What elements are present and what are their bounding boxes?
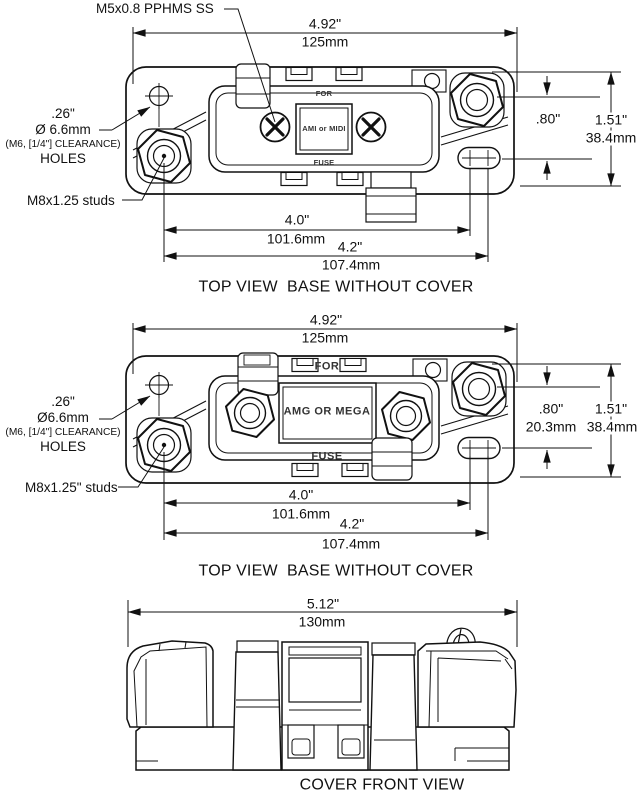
cover-right-channel [369, 642, 418, 771]
hole-word: HOLES [40, 439, 86, 454]
fuse-type-label: FOR AMG OR MEGA FUSE [284, 330, 371, 495]
dim-overall-width-mm: 130mm [298, 613, 346, 630]
clearance-holes-label: .26" Ø6.6mm (M6, [1/4"] CLEARANCE) HOLES [0, 394, 128, 455]
hole-clearance-note: (M6, [1/4"] CLEARANCE) [5, 139, 121, 150]
fuse-label-line2: AMG OR MEGA [283, 405, 371, 418]
view-caption: TOP VIEW BASE WITHOUT COVER [198, 278, 474, 296]
studs-label: M8x1.25" studs [25, 480, 118, 495]
fuse-label-line3: FUSE [311, 450, 343, 463]
fuse-clip-bottom [371, 437, 413, 481]
dim-stud-span-in: 4.0" [288, 486, 314, 503]
dim-slot-span-in: 4.2" [339, 515, 365, 532]
hole-word: HOLES [40, 151, 86, 166]
hole-leader [111, 106, 151, 131]
dim-overall-width-in: 4.92" [308, 15, 342, 32]
dim-overall-width-mm: 125mm [301, 329, 349, 346]
slot-hole [457, 436, 501, 460]
terminal-tab [365, 171, 417, 223]
cover-center-module [281, 641, 369, 771]
cover-left-block [126, 640, 214, 728]
hole-size-in: .26" [51, 394, 75, 409]
dim-slot-span-mm: 107.4mm [321, 535, 381, 552]
dim-overall-width-in: 4.92" [309, 311, 343, 328]
view-caption: COVER FRONT VIEW [299, 776, 465, 794]
hole-size-in: .26" [51, 106, 75, 121]
dim-stud-to-slot-in: .80" [535, 401, 567, 417]
view-top-amg-mega [125, 352, 515, 484]
small-hole [424, 361, 442, 379]
dim-overall-height-mm: 38.4mm [582, 130, 640, 146]
fuse-label-plate [278, 382, 377, 444]
view3-dimension-lines [127, 600, 518, 647]
dim-overall-height-in: 1.51" [591, 401, 631, 417]
studs-label: M8x1.25 studs [27, 193, 115, 208]
cover-right-block [417, 641, 517, 728]
dim-overall-width-in: 5.12" [306, 595, 340, 612]
dim-overall-width-mm: 125mm [301, 33, 349, 50]
fuse-label-plate [295, 103, 353, 155]
dim-slot-span-mm: 107.4mm [321, 256, 381, 273]
hole-size-mm: Ø 6.6mm [35, 122, 91, 137]
cover-left-channel [232, 640, 282, 771]
hole-clearance-note: (M6, [1/4"] CLEARANCE) [5, 427, 121, 438]
dim-overall-height-mm: 38.4mm [583, 419, 640, 435]
fuse-clip-top [237, 352, 279, 396]
dim-overall-height-in: 1.51" [591, 112, 631, 128]
dim-slot-span-in: 4.2" [337, 238, 363, 255]
dim-stud-to-slot-mm: 20.3mm [522, 419, 580, 435]
fuse-label-line1: FOR [315, 88, 333, 98]
hole-leader [111, 395, 151, 420]
view-cover-front [126, 627, 517, 771]
slot-hole [457, 146, 501, 170]
fuse-type-label: FOR AMI or MIDI FUSE [302, 65, 345, 192]
hole-size-mm: Ø6.6mm [37, 410, 89, 425]
fuse-label-line1: FOR [314, 360, 340, 373]
screw-thread-label: M5x0.8 PPHMS SS [96, 1, 214, 16]
view-top-ami-midi [125, 63, 515, 223]
fuse-label-line2: AMI or MIDI [302, 123, 346, 133]
phillips-screw-left [258, 110, 292, 144]
view2-dimension-lines [99, 323, 621, 540]
dim-stud-span-mm: 101.6mm [266, 230, 326, 247]
stud-leader [118, 446, 165, 488]
clearance-holes-label: .26" Ø 6.6mm (M6, [1/4"] CLEARANCE) HOLE… [0, 106, 128, 167]
fuse-label-line3: FUSE [313, 157, 335, 167]
phillips-screw-right [354, 110, 388, 144]
screw-leader [224, 8, 276, 123]
dim-stud-span-in: 4.0" [284, 211, 310, 228]
view-caption: TOP VIEW BASE WITHOUT COVER [198, 562, 474, 580]
view1-dimension-lines [99, 8, 621, 262]
dim-stud-span-mm: 101.6mm [271, 505, 331, 522]
dim-stud-to-slot-in: .80" [535, 110, 561, 127]
stud-leader [122, 157, 165, 201]
